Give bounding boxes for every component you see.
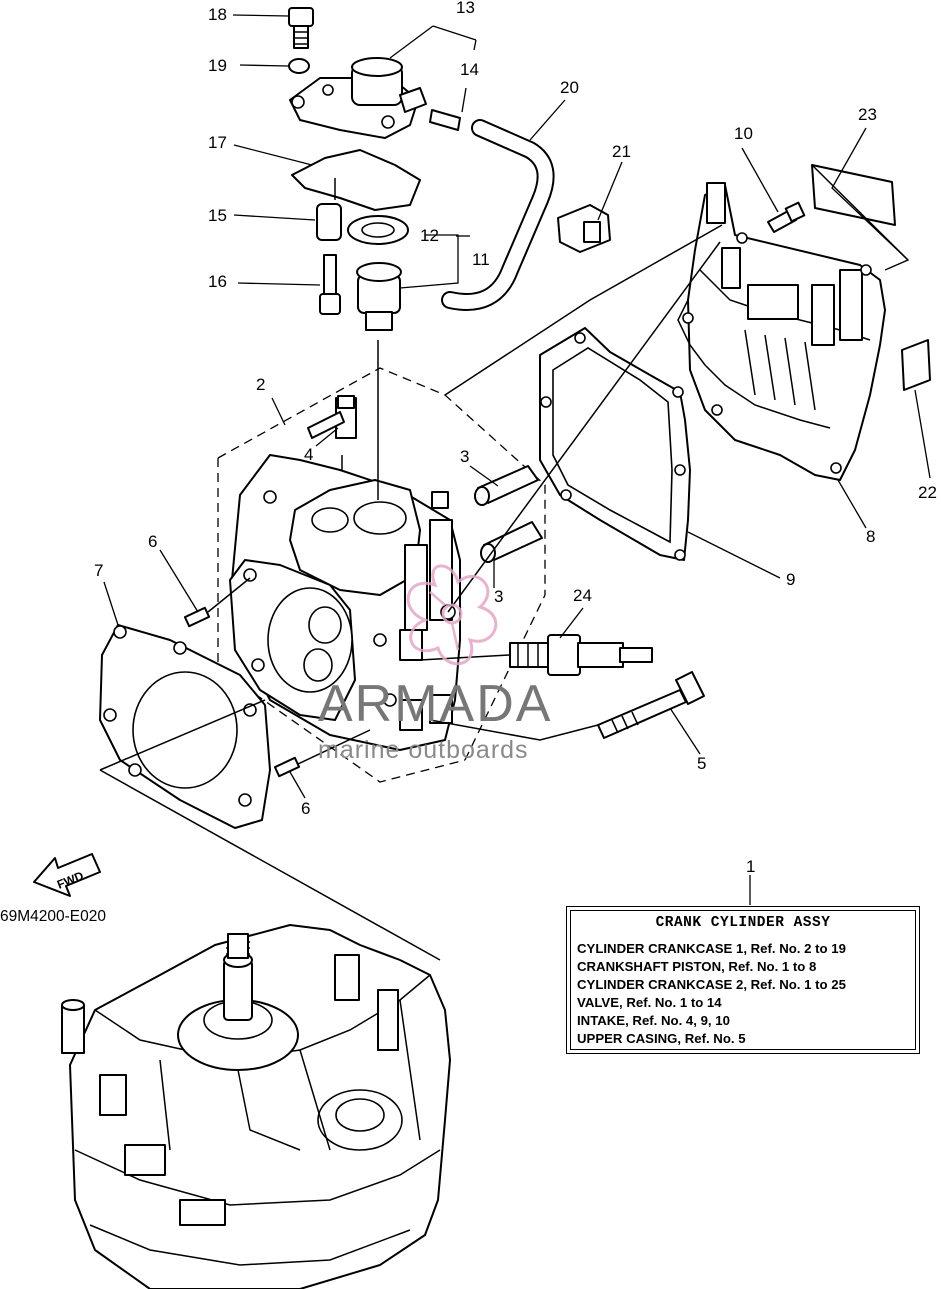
part-5-bolt-drawing <box>597 671 705 739</box>
callout-19: 19 <box>208 56 227 75</box>
callout-13: 13 <box>456 0 475 17</box>
leader-lines <box>99 14 931 961</box>
callout-24: 24 <box>573 586 592 605</box>
diagram-code: 69M4200-E020 <box>0 908 106 925</box>
part-3-pins-drawing <box>474 465 543 563</box>
callout-7: 7 <box>94 561 103 580</box>
part-6-dowel-drawing <box>183 606 211 628</box>
callout-11: 11 <box>472 250 490 269</box>
callout-6: 6 <box>148 532 157 551</box>
callout-3: 3 <box>460 447 469 466</box>
part-10-bolt-drawing <box>767 201 806 233</box>
fwd-arrow-icon: FWD <box>33 853 101 897</box>
callout-10: 10 <box>734 124 753 143</box>
part-11-thermostat-drawing <box>356 262 402 331</box>
watermark-tagline: marine outboards <box>318 736 529 764</box>
cylinder-block-drawing <box>229 454 461 751</box>
part-19-washer-drawing <box>288 58 310 74</box>
callout-18: 18 <box>208 5 227 24</box>
part-17-gasket-drawing <box>291 149 421 211</box>
part-24-spark-plug-drawing <box>509 634 653 676</box>
assembly-title: CRANK CYLINDER ASSY <box>655 915 831 931</box>
callout-23: 23 <box>858 105 877 124</box>
assembly-line: VALVE, Ref. No. 1 to 14 <box>577 995 722 1010</box>
callout-21: 21 <box>612 142 631 161</box>
callout-labels: 18 19 13 14 17 15 16 12 11 20 21 10 23 2… <box>94 0 937 876</box>
cylinder-head-cover-drawing <box>677 182 886 481</box>
callout-22: 22 <box>918 483 937 502</box>
assembly-line: CYLINDER CRANKCASE 2, Ref. No. 1 to 25 <box>577 977 846 992</box>
assembly-box-inner-border <box>570 910 916 1050</box>
assembly-line: CYLINDER CRANKCASE 1, Ref. No. 2 to 19 <box>577 941 846 956</box>
callout-5: 5 <box>697 754 706 773</box>
assembly-reference-box: CRANK CYLINDER ASSY CYLINDER CRANKCASE 1… <box>566 906 920 1054</box>
part-22-small-plate-drawing <box>901 339 931 391</box>
callout-8: 8 <box>866 527 875 546</box>
part-13-thermostat-cover-drawing <box>289 57 427 139</box>
callout-15: 15 <box>208 206 227 225</box>
assembly-line: INTAKE, Ref. No. 4, 9, 10 <box>577 1013 730 1028</box>
part-18-bolt-drawing <box>288 7 314 49</box>
callout-14: 14 <box>460 60 479 79</box>
assembly-line-list: CYLINDER CRANKCASE 1, Ref. No. 2 to 19 C… <box>577 940 846 1048</box>
part-4-fitting-drawing <box>307 395 357 439</box>
part-23-label-plate-drawing <box>811 164 896 226</box>
part-12-seal-drawing <box>347 215 409 245</box>
crankcase-drawing <box>61 924 451 1289</box>
part-14-bolt-drawing <box>429 109 461 131</box>
callout-9: 9 <box>786 570 795 589</box>
callout-2: 2 <box>256 375 265 394</box>
part-6-dowel-drawing <box>273 756 301 778</box>
callout-4: 4 <box>304 445 313 464</box>
part-16-bolt-drawing <box>319 254 341 315</box>
part-15-collar-drawing <box>316 203 342 241</box>
armada-logo <box>406 564 498 666</box>
callout-16: 16 <box>208 272 227 291</box>
callout-17: 17 <box>208 133 227 152</box>
callout-12: 12 <box>420 226 439 245</box>
callout-1: 1 <box>746 857 755 876</box>
callout-6: 6 <box>301 799 310 818</box>
callout-3: 3 <box>494 587 503 606</box>
watermark-brand: ARMADA <box>318 675 552 733</box>
callout-20: 20 <box>560 78 579 97</box>
part-9-gasket-drawing <box>539 327 691 561</box>
part-21-clip-drawing <box>557 204 611 253</box>
assembly-line: UPPER CASING, Ref. No. 5 <box>577 1031 746 1046</box>
part-7-gasket-drawing <box>99 624 271 829</box>
assembly-line: CRANKSHAFT PISTON, Ref. No. 1 to 8 <box>577 959 817 974</box>
